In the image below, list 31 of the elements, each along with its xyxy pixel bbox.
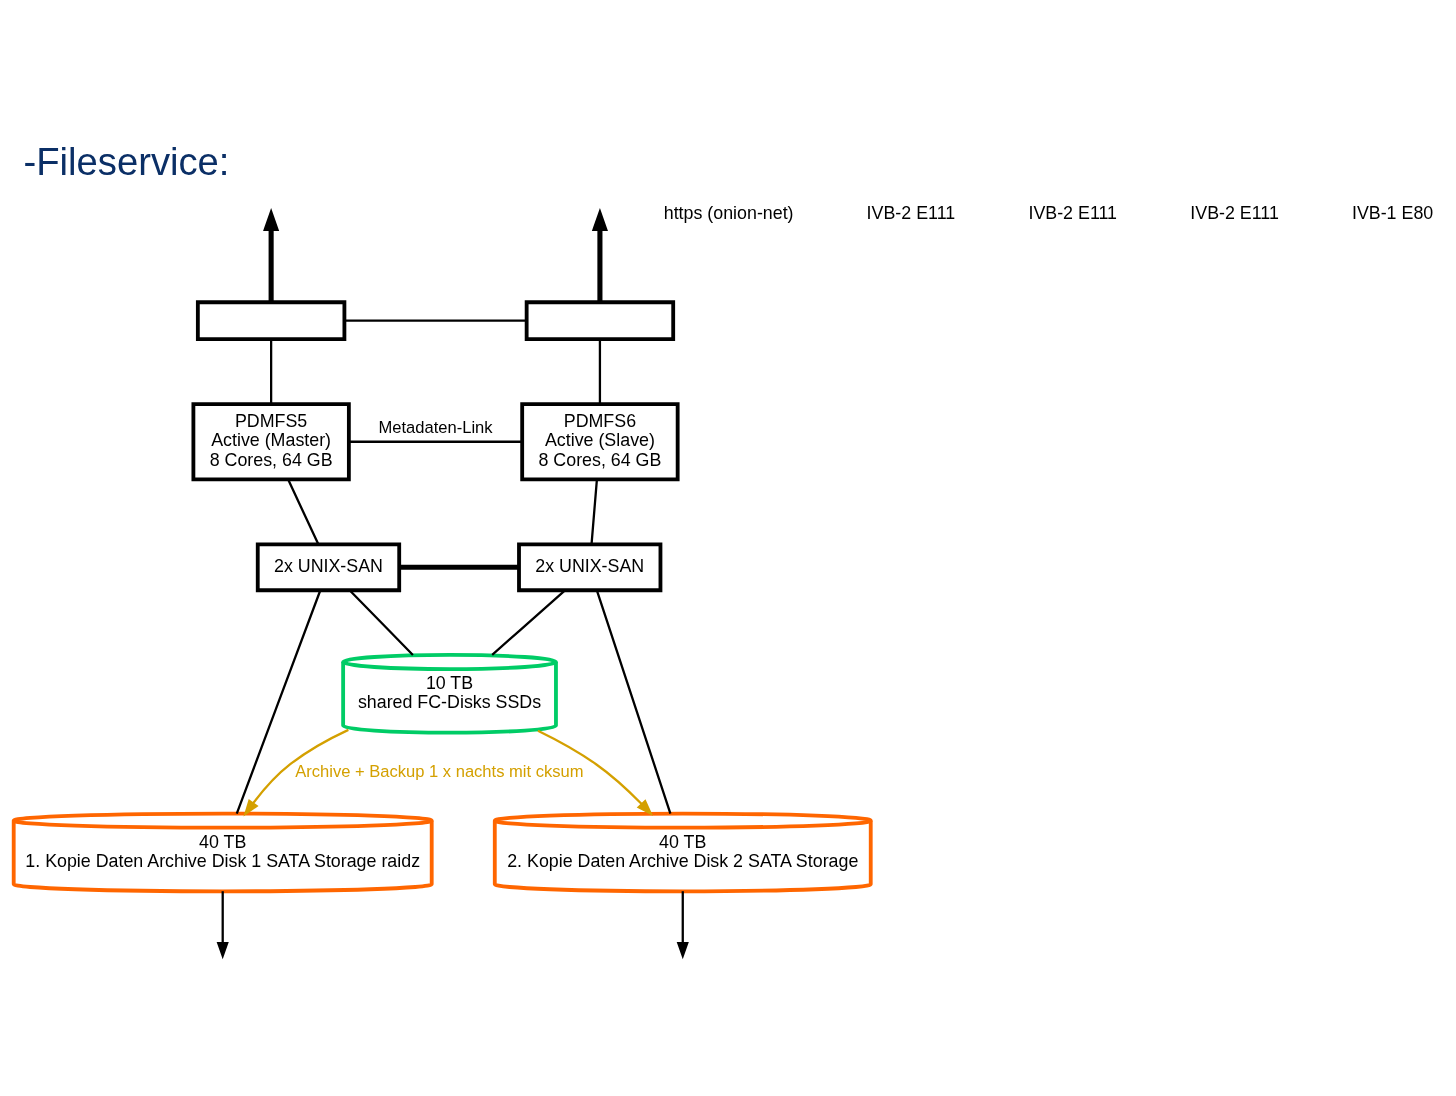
edge-label: Archive + Backup 1 x nachts mit cksum (295, 762, 584, 782)
connector (349, 589, 414, 656)
arrow (676, 891, 689, 960)
connector (590, 479, 599, 545)
node-box: 2x UNIX-SAN (255, 542, 402, 593)
arrow (591, 207, 608, 302)
arrow (243, 728, 349, 817)
label: IVB-1 E80 (1351, 203, 1434, 223)
diagram-title: -Fileservice: (23, 139, 230, 183)
label: https (onion-net) (663, 203, 794, 223)
node-box: PDMFS6 Active (Slave) 8 Cores, 64 GB (520, 402, 680, 482)
connector (491, 589, 566, 656)
label: IVB-2 E111 (1028, 203, 1117, 223)
arrow (537, 729, 654, 816)
arrow (216, 891, 229, 960)
node-box (195, 300, 347, 342)
node-box: PDMFS5 Active (Master) 8 Cores, 64 GB (191, 402, 351, 482)
connector (595, 589, 672, 814)
connector (344, 319, 527, 322)
node-box: 2x UNIX-SAN (517, 542, 663, 593)
label: IVB-2 E111 (1190, 203, 1279, 223)
node-box (524, 300, 676, 342)
connector (235, 589, 322, 814)
connector (399, 564, 519, 570)
connector (598, 339, 602, 404)
label: IVB-2 E111 (866, 203, 956, 223)
connector (287, 479, 320, 545)
connector (349, 440, 522, 443)
edge-label: Metadaten-Link (378, 418, 493, 438)
connector (270, 339, 273, 404)
arrow (263, 207, 280, 302)
